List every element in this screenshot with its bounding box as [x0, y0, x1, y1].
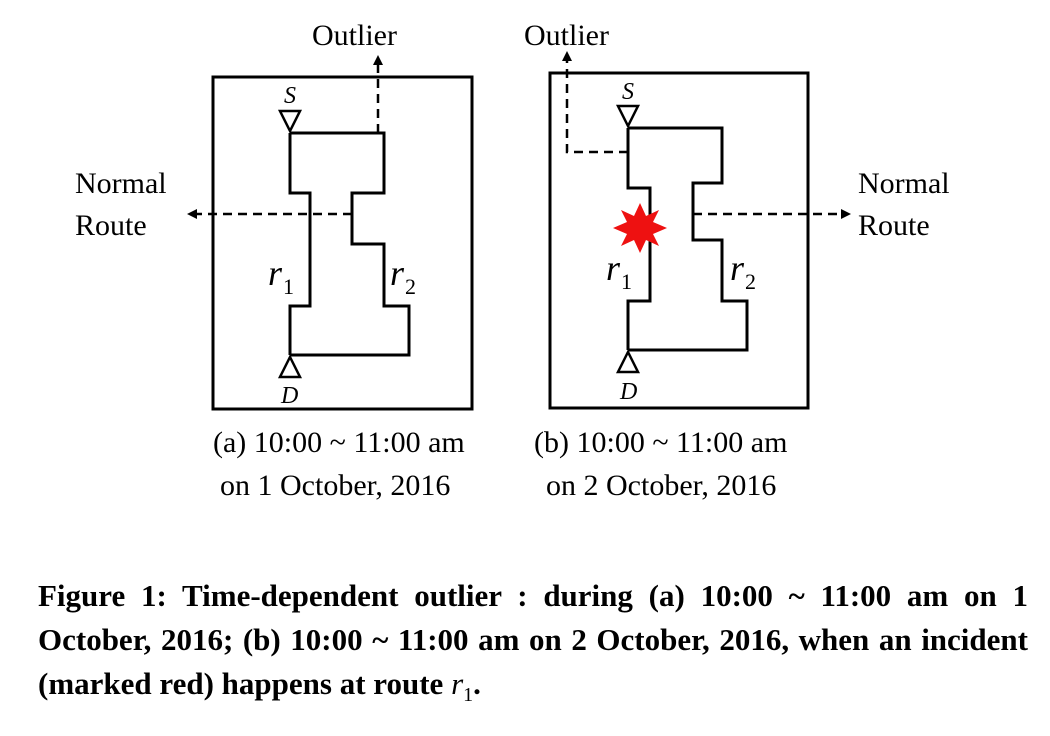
panel-b-frame — [548, 71, 810, 410]
figure-caption-var-sub: 1 — [463, 684, 474, 707]
panel-b-source-label: S — [622, 79, 634, 105]
panel-a-route2-sub: 2 — [405, 274, 416, 299]
panel-a-dest-label: D — [280, 383, 298, 409]
panel-a-dest-marker — [277, 354, 303, 379]
panel-b-dest-label: D — [619, 379, 637, 405]
panel-b-normal-label-1: Normal — [858, 167, 950, 200]
incident-burst-icon — [613, 203, 667, 253]
panel-a-route-r2 — [290, 131, 411, 357]
panel-b-route-r1 — [626, 128, 652, 350]
figure-caption-var: r — [451, 666, 464, 701]
panel-a-route2-label: r — [390, 253, 405, 293]
panel-b-outlier-label: Outlier — [524, 19, 609, 52]
panel-a: Outlier Normal Route S D r 1 r 2 (a) 10:… — [75, 19, 474, 502]
panel-b-route2-label: r — [730, 248, 745, 288]
panel-b-route1-sub: 1 — [621, 269, 632, 294]
panel-b-source-marker — [615, 104, 641, 129]
panel-a-route-r1 — [288, 133, 312, 355]
panel-b-normal-label-2: Route — [858, 209, 930, 242]
panel-a-caption-1: (a) 10:00 ~ 11:00 am — [213, 426, 465, 459]
panel-b-route1-label: r — [606, 248, 621, 288]
panel-b-dest-marker — [615, 349, 641, 374]
panel-a-route1-label: r — [268, 253, 283, 293]
figure-caption-end: . — [473, 666, 481, 701]
panel-a-outlier-label: Outlier — [312, 19, 397, 52]
panel-b-route-r2 — [628, 126, 749, 352]
panel-a-normal-label-2: Route — [75, 209, 147, 242]
panel-b: Outlier Normal Route S D r 1 r 2 (b) 10:… — [524, 19, 950, 502]
panel-a-frame — [211, 75, 474, 411]
panel-b-outlier-path — [562, 51, 628, 154]
panel-a-source-marker — [277, 109, 303, 134]
figure-caption: Figure 1: Time-dependent outlier : durin… — [38, 574, 1028, 717]
panel-a-source-label: S — [284, 83, 296, 109]
panel-a-route1-sub: 1 — [283, 274, 294, 299]
panel-a-normal-label-1: Normal — [75, 167, 167, 200]
panel-b-caption-1: (b) 10:00 ~ 11:00 am — [534, 426, 787, 459]
panel-a-caption-2: on 1 October, 2016 — [220, 469, 450, 502]
panel-b-route2-sub: 2 — [745, 269, 756, 294]
panel-b-caption-2: on 2 October, 2016 — [546, 469, 776, 502]
figure-caption-text: Figure 1: Time-dependent outlier : durin… — [38, 578, 1028, 701]
